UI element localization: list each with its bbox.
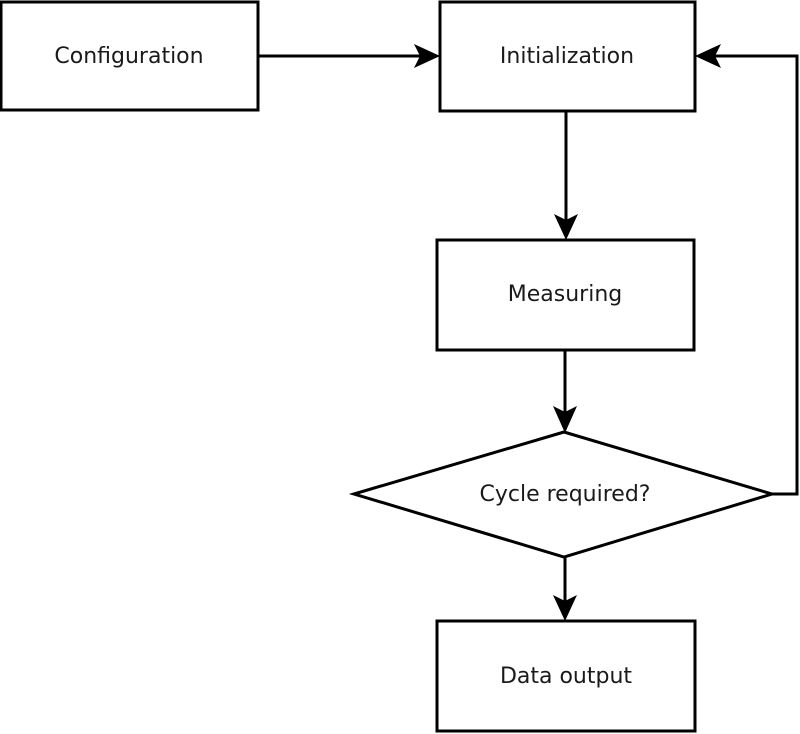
node-cycle-required[interactable]: Cycle required? xyxy=(348,430,778,559)
node-configuration[interactable]: Configuration xyxy=(0,0,260,112)
arrow-head-down-cycle-required xyxy=(553,406,577,433)
configuration-label: Configuration xyxy=(54,44,203,69)
arrow-head-right-initialization xyxy=(414,44,440,68)
arrow-head-down-measuring xyxy=(554,214,578,240)
edge-measuring-to-cycle-required xyxy=(553,350,577,433)
node-data-output[interactable]: Data output xyxy=(435,619,697,733)
arrow-head-down-data-output xyxy=(553,595,577,621)
node-measuring[interactable]: Measuring xyxy=(435,238,696,352)
initialization-label: Initialization xyxy=(500,44,634,69)
node-initialization[interactable]: Initialization xyxy=(438,0,697,113)
cycle-required-label: Cycle required? xyxy=(480,482,651,507)
cycle-required-diamond[interactable] xyxy=(348,430,778,559)
edge-line-feedback-loop xyxy=(701,54,799,496)
data-output-box[interactable] xyxy=(435,619,697,733)
data-output-label: Data output xyxy=(500,664,632,689)
configuration-box[interactable] xyxy=(0,0,260,112)
edge-cycle-required-to-initialization-feedback xyxy=(695,44,799,496)
edge-initialization-to-measuring xyxy=(554,111,578,240)
arrow-head-left-initialization-feedback xyxy=(695,44,721,68)
edge-configuration-to-initialization xyxy=(258,44,440,68)
initialization-box[interactable] xyxy=(438,0,697,113)
measuring-label: Measuring xyxy=(508,282,622,307)
measuring-box[interactable] xyxy=(435,238,696,352)
edge-cycle-required-to-data-output xyxy=(553,552,577,621)
